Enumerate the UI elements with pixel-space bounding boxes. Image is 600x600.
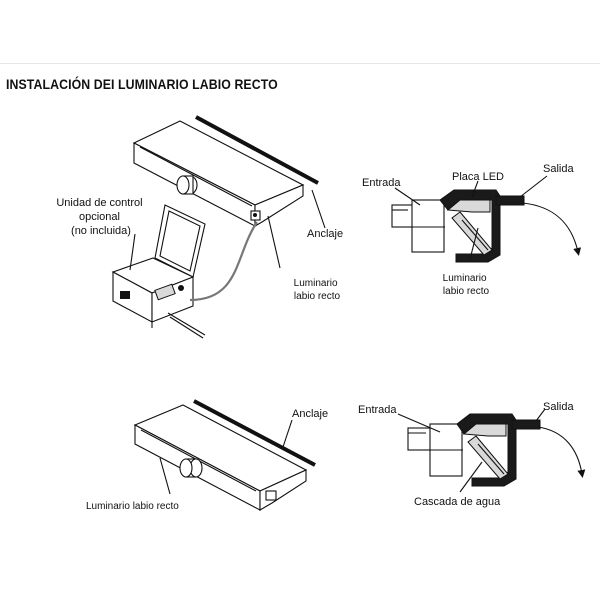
led-plate	[451, 211, 493, 256]
anchor-label-top: Anclaje	[307, 228, 343, 240]
inlet-label-bottom: Entrada	[358, 404, 397, 416]
anchor-label-bottom: Anclaje	[292, 408, 328, 420]
outlet-label-bottom: Salida	[543, 401, 574, 413]
inlet-label-top: Entrada	[362, 177, 401, 189]
top-section-illustration	[391, 175, 582, 263]
outlet-lip-bottom	[511, 419, 541, 430]
fixture-end-face	[254, 184, 304, 227]
control-unit	[111, 204, 206, 328]
water-flow-arrow-bottom	[537, 426, 586, 478]
outlet-lip	[495, 195, 525, 206]
header-divider	[0, 63, 600, 64]
bottom-section-illustration	[397, 408, 586, 493]
power-cable	[189, 221, 258, 302]
fixture-label-bottom: Luminario labio recto	[86, 501, 179, 512]
fixture-label-top: Luminario labio recto	[294, 278, 341, 302]
control-unit-label: Unidad de control opcional (no incluida)	[56, 197, 145, 237]
water-flow-arrow	[521, 202, 582, 256]
page-title: INSTALACIÓN DEI LUMINARIO LABIO RECTO	[6, 76, 278, 92]
led-plate-label: Placa LED	[452, 171, 504, 183]
anchor-bar-bottom	[193, 399, 316, 467]
top-fixture-illustration	[111, 115, 326, 339]
anchor-bar	[195, 115, 319, 185]
bottom-fixture-illustration	[133, 399, 316, 511]
fixture-label-section: Luminario labio recto	[443, 273, 490, 297]
outlet-label-top: Salida	[543, 163, 574, 175]
waterfall-label: Cascada de agua	[414, 496, 501, 508]
